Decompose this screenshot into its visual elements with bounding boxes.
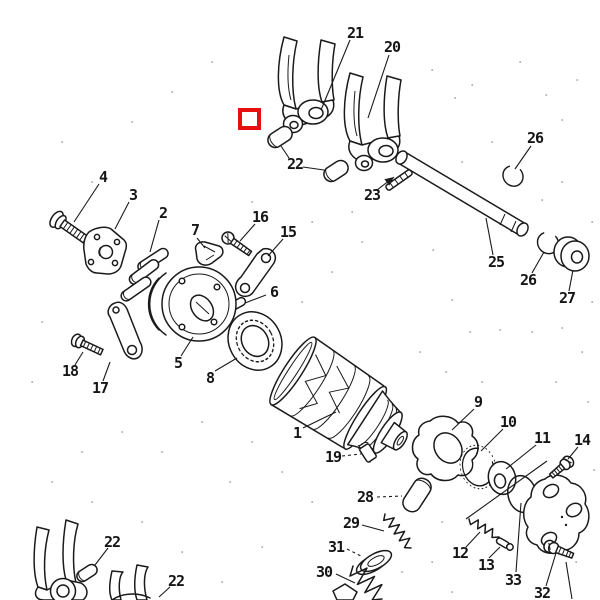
- leader-line: [74, 351, 84, 366]
- part-shift-fork-21: [277, 36, 336, 134]
- part-star-cam-9: [411, 415, 479, 482]
- part-circlip-26-upper: [502, 165, 524, 187]
- leader-line: [341, 453, 362, 457]
- part-spring-29: [382, 513, 412, 549]
- leader-line: [244, 294, 267, 304]
- leader-line: [346, 548, 364, 558]
- leader-line: [367, 54, 390, 119]
- leader-line: [480, 428, 504, 452]
- part-lever-15: [234, 247, 276, 298]
- leader-line: [515, 502, 522, 573]
- leader-line: [505, 444, 537, 470]
- leader-line: [361, 524, 385, 532]
- leader-line: [149, 219, 160, 253]
- part-clamp-7: [194, 241, 224, 266]
- leader-line: [158, 586, 171, 598]
- part-shift-fork-20: [343, 72, 402, 172]
- leader-line: [545, 552, 557, 587]
- part-pin-22-top-right: [323, 159, 349, 183]
- part-plunger-28: [402, 477, 432, 513]
- part-screw-16: [221, 231, 253, 257]
- part-shift-fork-bottom-small: [109, 564, 151, 600]
- part-shift-cam-drum-1: [269, 336, 408, 454]
- leader-line: [485, 217, 494, 256]
- leader-line: [488, 546, 501, 559]
- part-shift-fork-bottom-left: [33, 519, 88, 600]
- part-spring-12: [468, 518, 500, 539]
- leader-line: [214, 357, 238, 372]
- leader-line: [196, 237, 206, 249]
- part-roller-27: [553, 236, 590, 272]
- leader-line: [302, 166, 325, 171]
- leader-line: [531, 251, 545, 274]
- target-highlight-box: [238, 108, 261, 130]
- part-bearing-8: [227, 311, 283, 371]
- leader-line: [568, 269, 574, 292]
- part-side-cover-32: [523, 474, 590, 554]
- part-washer-31: [355, 549, 393, 576]
- leader-line: [567, 446, 579, 460]
- leader-line: [376, 495, 403, 498]
- leader-line: [94, 547, 109, 566]
- part-dowel-pins-2: [120, 247, 169, 302]
- part-screw-14: [548, 455, 575, 479]
- part-cam-plate-5: [147, 266, 237, 342]
- leader-line: [302, 411, 337, 429]
- leader-lines: [73, 39, 579, 600]
- part-stopper-lever-17: [107, 301, 143, 360]
- leader-line: [280, 145, 290, 159]
- leader-line: [465, 460, 548, 520]
- part-bolt-partial-bottom: [332, 583, 358, 600]
- leader-line: [239, 223, 256, 242]
- part-neutral-pin-19: [358, 441, 377, 463]
- part-plate-3: [83, 226, 128, 275]
- leader-line: [114, 201, 130, 230]
- part-spring-30: [349, 565, 383, 600]
- leader-line: [465, 531, 481, 548]
- leader-line: [73, 183, 100, 223]
- leader-line: [180, 336, 194, 357]
- leader-line: [102, 361, 111, 382]
- leader-line: [451, 408, 475, 431]
- part-pin-22-bottom: [76, 563, 98, 583]
- leader-line: [335, 573, 356, 584]
- leader-line: [514, 145, 532, 170]
- part-pin-22-top-left: [267, 125, 293, 149]
- part-pin-13: [495, 537, 514, 551]
- leader-arrowhead: [384, 177, 394, 186]
- part-bolt-4: [49, 210, 92, 246]
- part-guide-bar-25: [395, 150, 529, 237]
- stipple-noise: [31, 61, 596, 593]
- leader-line: [320, 39, 351, 111]
- part-bolt-18: [70, 333, 104, 356]
- part-screw-bottom-right: [543, 539, 575, 559]
- leader-line: [565, 561, 573, 600]
- leader-line: [267, 238, 284, 257]
